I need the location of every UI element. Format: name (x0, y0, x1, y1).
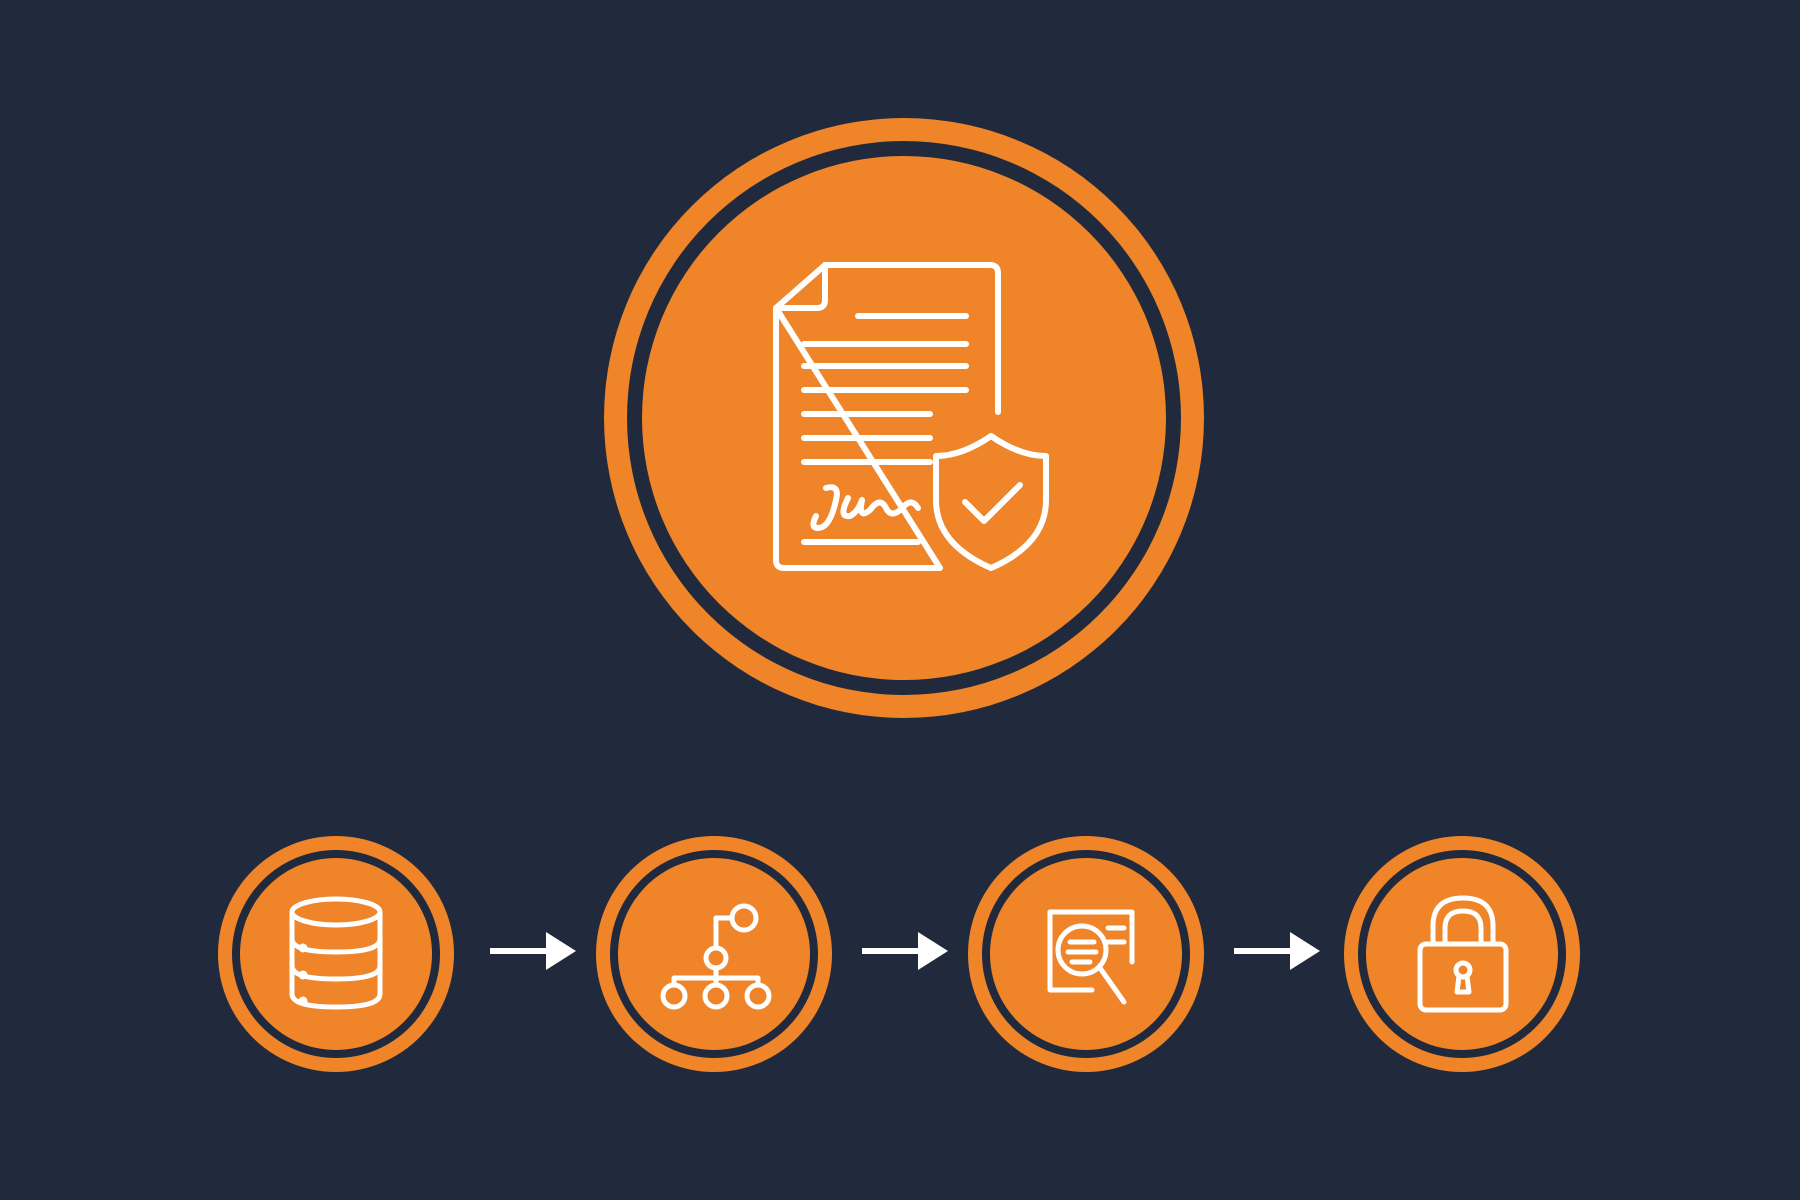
arrow-right-icon (1234, 932, 1320, 970)
flow-step-hierarchy (596, 836, 832, 1072)
flow-step-document-search (968, 836, 1204, 1072)
arrow-right-icon (490, 932, 576, 970)
flow-step-database (218, 836, 454, 1072)
padlock-icon (1417, 895, 1509, 1013)
hierarchy-tree-icon (660, 903, 772, 1010)
flow-step-padlock (1344, 836, 1580, 1072)
main-badge-inner-disc (642, 156, 1166, 680)
document-search-icon (1047, 909, 1135, 1005)
main-badge (604, 118, 1204, 718)
database-icon (289, 896, 383, 1010)
step-inner-disc (1366, 858, 1558, 1050)
arrow-right-icon (862, 932, 948, 970)
signed-document-shield-check-icon (773, 262, 1049, 571)
step-inner-disc (618, 858, 810, 1050)
